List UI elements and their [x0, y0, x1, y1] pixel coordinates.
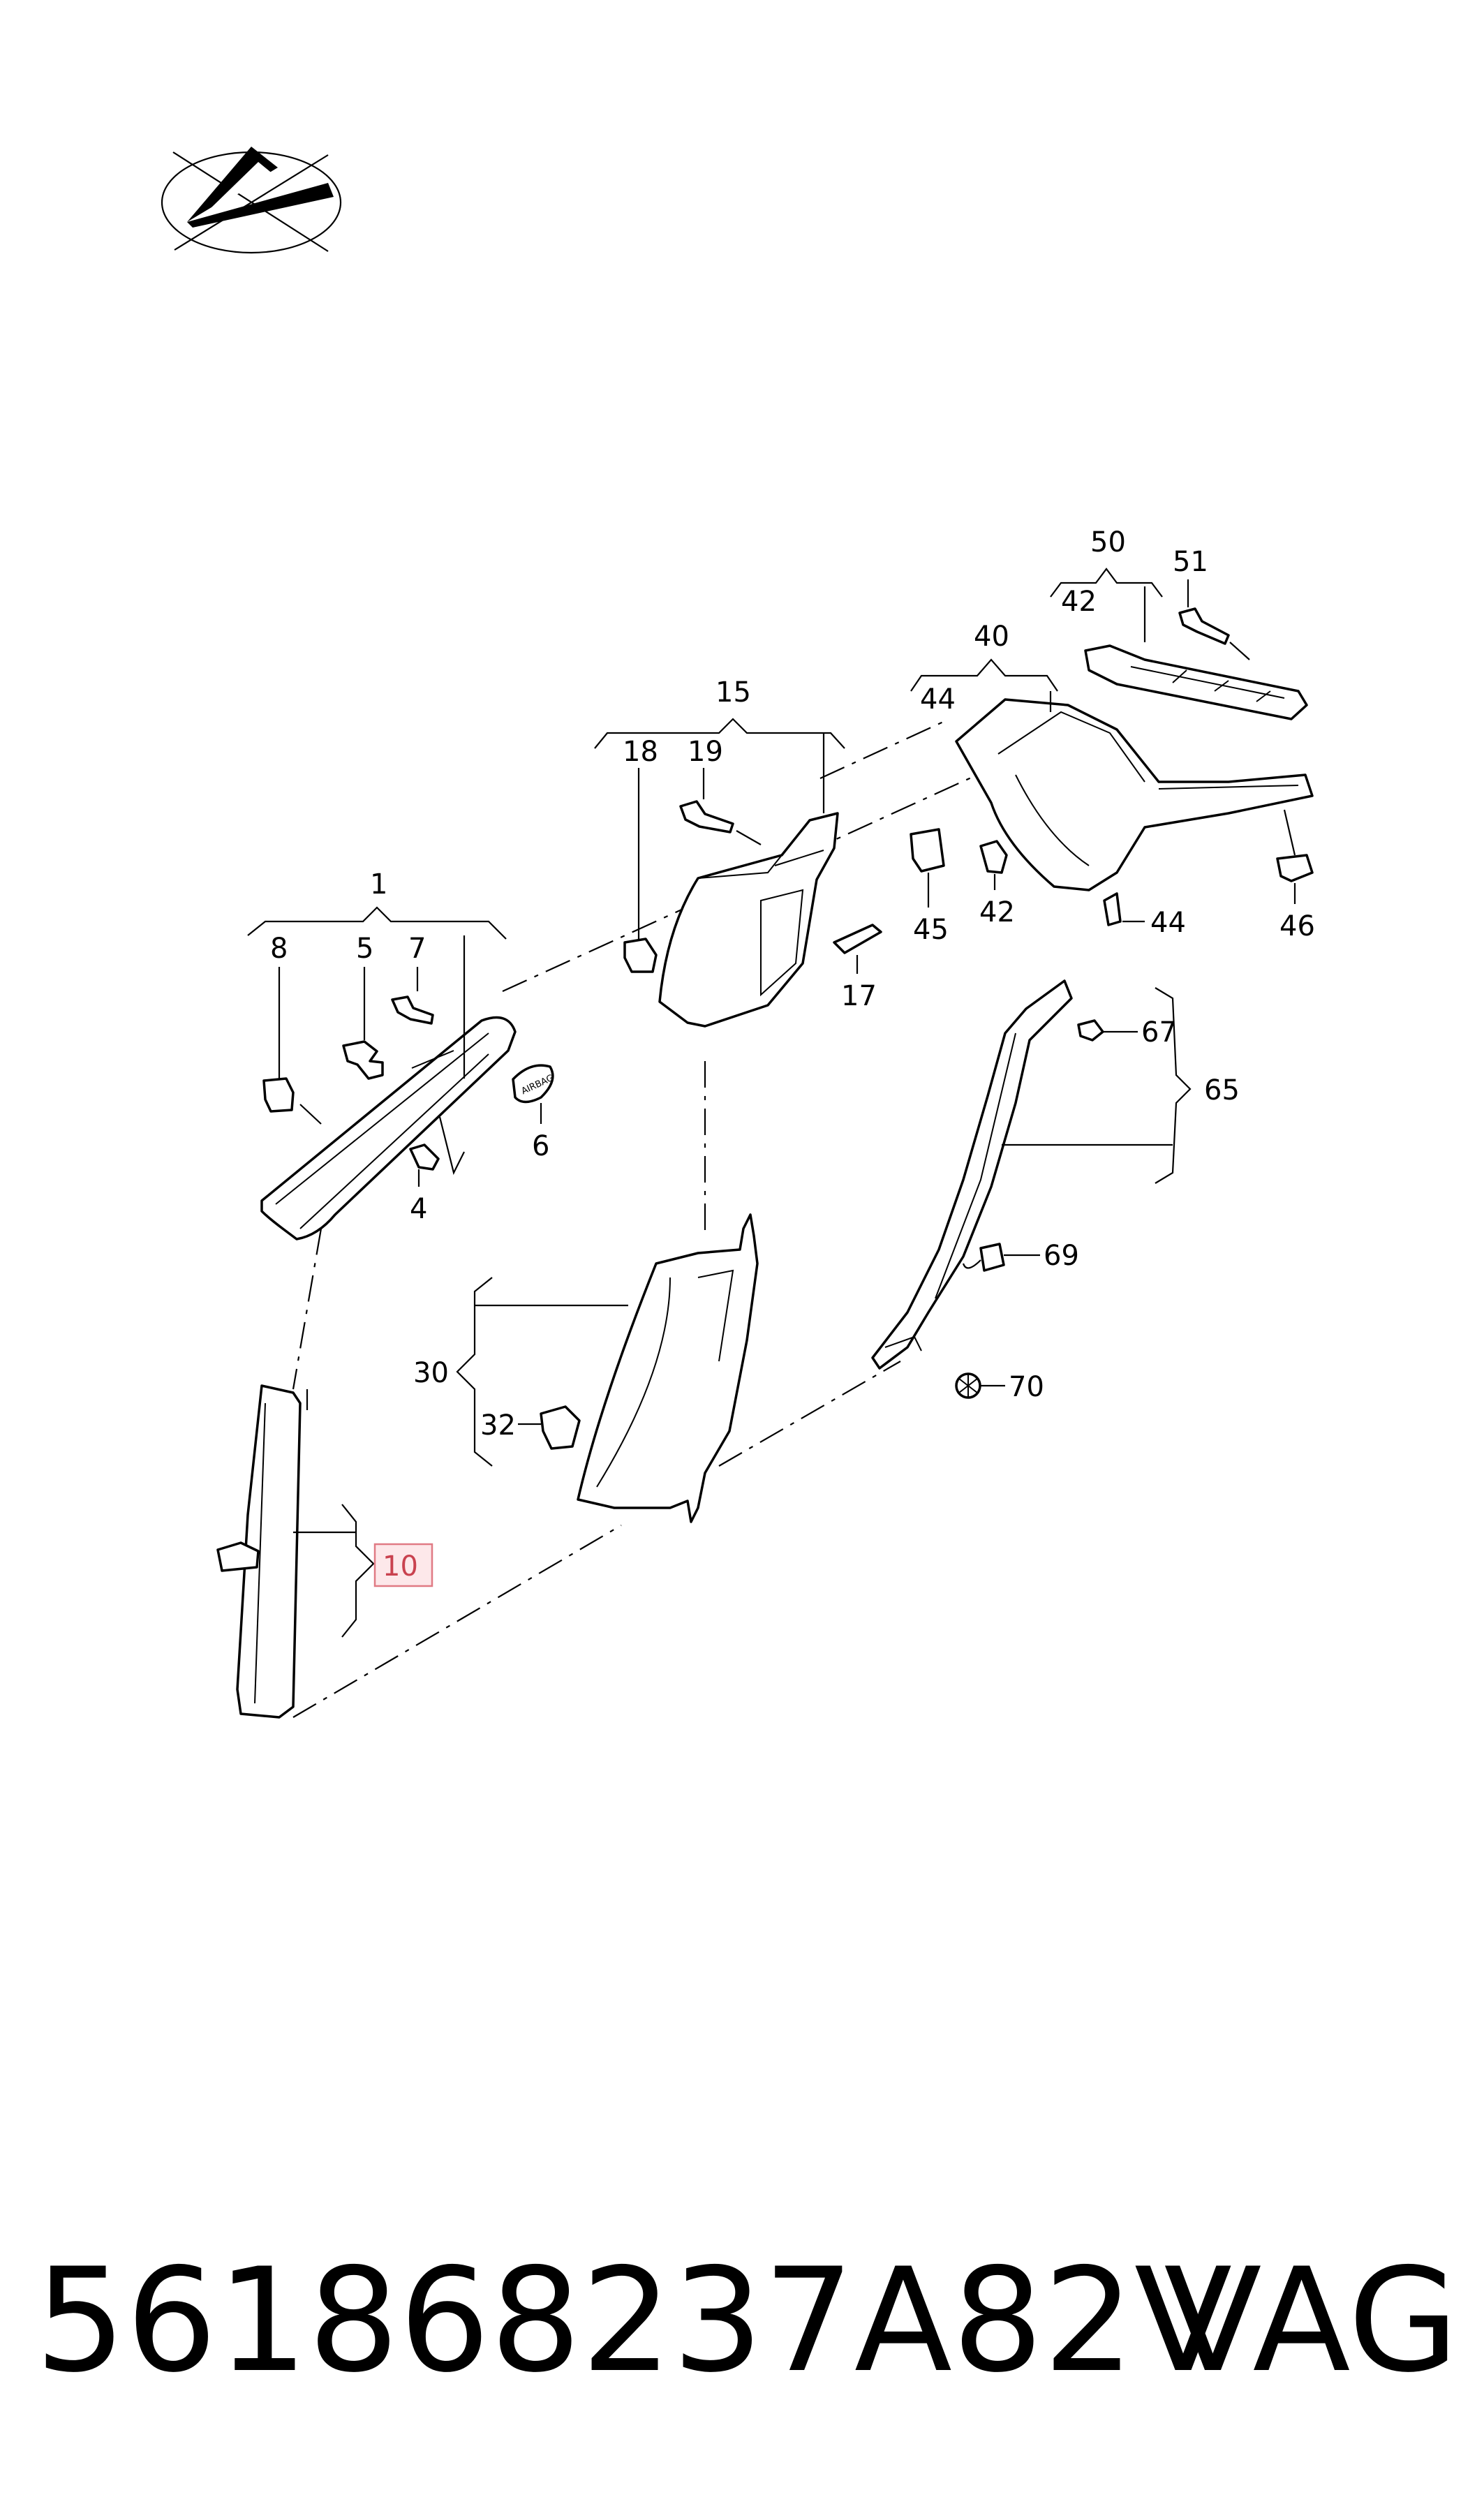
svg-text:4: 4 — [410, 1193, 427, 1225]
svg-text:46: 46 — [1279, 910, 1315, 942]
bracket-40: 40 44 — [910, 621, 1058, 716]
upper-rail-trim — [1084, 644, 1308, 720]
a-pillar-lower-trim — [216, 1384, 302, 1719]
bracket-15: 15 — [594, 676, 845, 813]
callout-18: 18 — [623, 736, 658, 973]
callout-67: 67 — [1077, 1016, 1177, 1049]
svg-text:8: 8 — [270, 933, 288, 965]
callout-4: 4 — [409, 1116, 465, 1225]
brand-logo-icon — [161, 147, 342, 254]
svg-text:42: 42 — [1061, 586, 1097, 618]
callout-51: 51 — [1173, 546, 1250, 660]
svg-text:6: 6 — [532, 1130, 549, 1162]
callout-32: 32 — [480, 1405, 581, 1450]
svg-text:70: 70 — [1009, 1371, 1044, 1403]
callout-70: 70 — [955, 1371, 1044, 1403]
a-pillar-upper-trim — [260, 1016, 517, 1241]
brand-name: VAG — [1164, 2238, 1459, 2404]
callout-6: AIRBAG 6 — [512, 1064, 556, 1162]
callout-44: 44 — [1103, 892, 1186, 939]
svg-text:42: 42 — [979, 896, 1015, 928]
callout-45: 45 — [910, 828, 949, 946]
svg-text:15: 15 — [715, 676, 751, 709]
callout-69: 69 — [962, 1240, 1079, 1272]
bracket-50: 50 42 — [1050, 526, 1163, 642]
svg-text:17: 17 — [841, 980, 877, 1012]
svg-text:65: 65 — [1204, 1074, 1240, 1106]
bracket-10 — [293, 1504, 375, 1638]
svg-text:1: 1 — [370, 868, 387, 901]
bracket-1: 1 — [247, 868, 507, 940]
svg-text:40: 40 — [974, 621, 1009, 653]
bracket-30: 30 — [413, 1277, 628, 1467]
callout-42: 42 — [979, 840, 1015, 928]
part-number: 561868237A82V — [35, 2238, 1233, 2404]
svg-text:18: 18 — [623, 736, 658, 768]
svg-text:30: 30 — [413, 1357, 449, 1389]
svg-text:50: 50 — [1090, 526, 1126, 558]
svg-text:10: 10 — [383, 1550, 418, 1583]
svg-text:51: 51 — [1173, 546, 1208, 578]
svg-text:44: 44 — [920, 683, 956, 716]
b-pillar-lower-trim — [577, 1213, 759, 1523]
callout-10-highlight: 10 — [373, 1543, 433, 1587]
svg-text:19: 19 — [688, 736, 723, 768]
callout-7: 7 — [391, 933, 434, 1025]
callout-5: 5 — [342, 933, 384, 1080]
svg-text:44: 44 — [1150, 907, 1186, 939]
callout-8: 8 — [262, 933, 322, 1125]
callout-17: 17 — [833, 924, 882, 1012]
c-pillar-trim — [955, 698, 1314, 891]
rear-pillar-strip — [871, 979, 1073, 1370]
svg-text:5: 5 — [356, 933, 373, 965]
callout-46: 46 — [1276, 809, 1315, 942]
bracket-65: 65 — [1002, 987, 1240, 1184]
callout-19: 19 — [679, 736, 762, 845]
svg-text:32: 32 — [480, 1409, 516, 1442]
svg-text:69: 69 — [1044, 1240, 1079, 1272]
svg-text:45: 45 — [913, 914, 949, 946]
svg-text:7: 7 — [408, 933, 426, 965]
b-pillar-upper-trim — [658, 812, 839, 1028]
footer: 561868237A82V VAG — [35, 2244, 1459, 2398]
svg-text:67: 67 — [1141, 1016, 1177, 1049]
